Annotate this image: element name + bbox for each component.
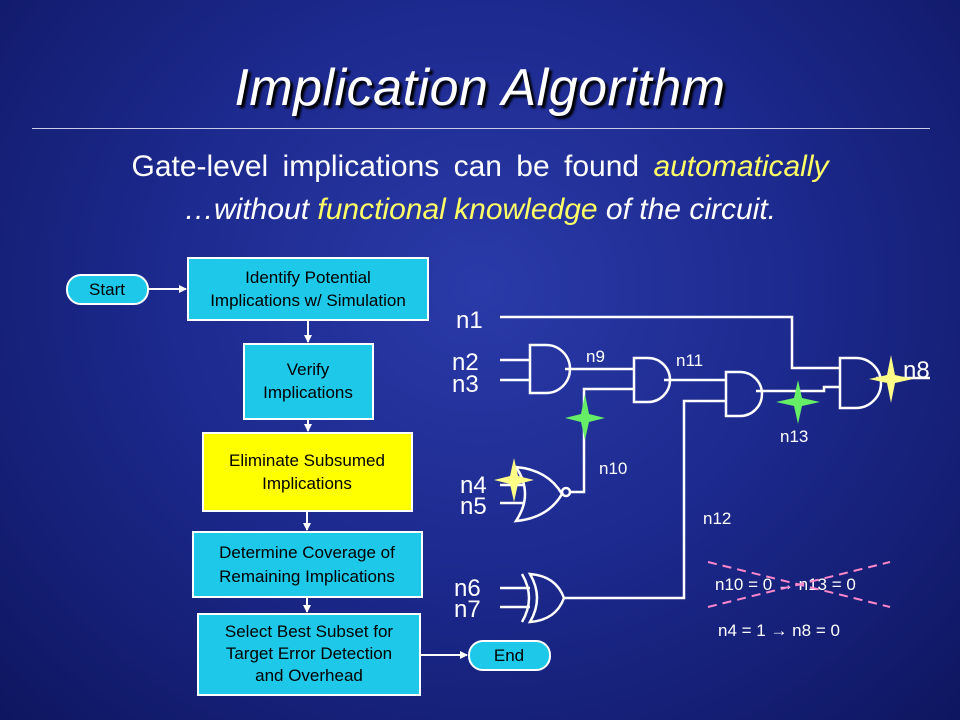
inverter-bubble bbox=[560, 486, 572, 498]
step-verify-line2: Implications bbox=[263, 383, 353, 402]
sparkle-yellow-icon bbox=[494, 458, 534, 502]
and-gate-1 bbox=[528, 343, 572, 395]
circuit bbox=[500, 315, 930, 624]
subtitle-highlight: functional knowledge bbox=[317, 193, 598, 226]
wire-n12 bbox=[565, 399, 726, 600]
step-identify-line2: Implications w/ Simulation bbox=[210, 291, 406, 310]
label-n11: n11 bbox=[676, 351, 703, 370]
step-select-line2: Target Error Detection bbox=[226, 644, 392, 663]
and-gate-4 bbox=[838, 356, 883, 410]
and-gate-3 bbox=[724, 370, 764, 418]
label-n6: n6 bbox=[454, 575, 481, 602]
subtitle-line-2: …without functional knowledge of the cir… bbox=[0, 193, 960, 227]
cross-line bbox=[707, 561, 891, 608]
wire-n13 bbox=[756, 385, 840, 393]
subtitle-highlight: automatically bbox=[653, 150, 829, 183]
implication-kept: n4 = 1 → n8 = 0 bbox=[718, 621, 840, 640]
xor-gate bbox=[527, 572, 566, 624]
label-n7: n7 bbox=[454, 596, 481, 623]
subtitle-line-1: Gate-level implications can be found aut… bbox=[0, 150, 960, 184]
step-eliminate bbox=[202, 432, 413, 512]
and-gate-2 bbox=[632, 356, 672, 404]
sparkle-green-icon bbox=[565, 394, 605, 440]
step-identify bbox=[187, 257, 429, 321]
step-identify-line1: Identify Potential bbox=[245, 268, 371, 287]
wire-n10 bbox=[570, 387, 634, 494]
step-coverage-line1: Determine Coverage of bbox=[219, 543, 395, 562]
implication-crossed: n10 = 0 → n13 = 0 bbox=[715, 575, 856, 594]
step-coverage-line2: Remaining Implications bbox=[219, 567, 395, 586]
label-n5: n5 bbox=[460, 493, 487, 520]
sparkle-markers bbox=[494, 355, 913, 502]
label-n3: n3 bbox=[452, 371, 479, 398]
end-node bbox=[468, 640, 551, 671]
subtitle-text: Gate-level implications can be found bbox=[131, 150, 654, 183]
step-verify-line1: Verify bbox=[287, 360, 330, 379]
title-divider bbox=[32, 128, 930, 129]
step-verify bbox=[243, 343, 374, 420]
net-labels: n1 n2 n3 n4 n5 n6 n7 n8 n9 n10 n11 n12 n… bbox=[452, 307, 930, 623]
subtitle-text: of the circuit. bbox=[597, 193, 776, 226]
label-n4: n4 bbox=[460, 472, 487, 499]
flow-arrows bbox=[148, 285, 468, 659]
sparkle-green-icon bbox=[776, 380, 820, 424]
label-n12: n12 bbox=[703, 509, 731, 528]
step-select-line3: and Overhead bbox=[255, 666, 363, 685]
wire-n1 bbox=[500, 315, 840, 370]
step-eliminate-line1: Eliminate Subsumed bbox=[229, 451, 385, 470]
start-label: Start bbox=[89, 280, 125, 299]
slide-title: Implication Algorithm bbox=[234, 59, 726, 117]
step-select-line1: Select Best Subset for bbox=[225, 622, 394, 641]
label-n10: n10 bbox=[599, 459, 627, 478]
label-n9: n9 bbox=[586, 347, 605, 366]
end-label: End bbox=[494, 646, 524, 665]
flowchart: Start Identify Potential Implications w/… bbox=[66, 257, 551, 696]
label-n13: n13 bbox=[780, 427, 808, 446]
step-eliminate-line2: Implications bbox=[262, 474, 352, 493]
label-n1: n1 bbox=[456, 307, 483, 334]
implications: n10 = 0 → n13 = 0 n4 = 1 → n8 = 0 bbox=[707, 561, 891, 640]
nor-gate bbox=[513, 465, 564, 523]
subtitle-text: …without bbox=[184, 193, 318, 226]
sparkle-yellow-icon bbox=[869, 355, 913, 403]
label-n2: n2 bbox=[452, 349, 479, 376]
step-select bbox=[197, 613, 421, 696]
step-coverage bbox=[192, 531, 423, 598]
xor-gate-back bbox=[520, 573, 531, 623]
